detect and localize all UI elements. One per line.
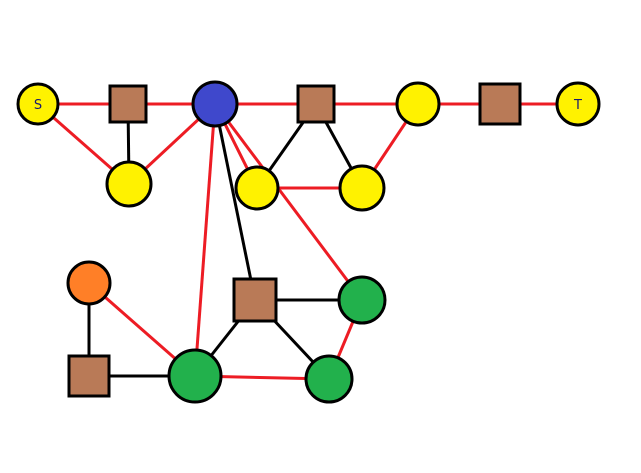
circle-node-shape [191,80,239,128]
circle-node-shape [105,160,153,208]
edge-B-sq5 [213,103,257,301]
circle-node-shape [337,275,387,325]
node-T: T [555,81,601,127]
node-label: S [34,98,42,113]
node-y4 [395,81,441,127]
node-g3 [337,275,387,325]
square-node-shape [296,84,336,124]
square-node-shape [67,354,111,398]
square-node-shape [232,277,278,323]
node-g2 [304,354,354,404]
circle-node-shape [395,81,441,127]
node-sq5 [232,277,278,323]
circle-node-shape [234,165,280,211]
edge-B-g1 [193,103,217,377]
edges-layer [37,102,578,381]
circle-node-shape [304,354,354,404]
node-g1 [167,348,223,404]
node-sq1 [108,84,148,124]
node-label: T [573,98,582,113]
edge-B-g3 [213,103,364,301]
square-node-shape [478,82,522,126]
circle-node-shape [338,164,386,212]
node-y2 [234,165,280,211]
node-y1 [105,160,153,208]
node-sq4 [67,354,111,398]
node-y3 [338,164,386,212]
node-B [191,80,239,128]
node-sq2 [296,84,336,124]
node-o1 [66,260,112,306]
node-sq3 [478,82,522,126]
circle-node-shape [16,82,60,126]
circle-node-shape [66,260,112,306]
circle-node-shape [555,81,601,127]
node-S: S [16,82,60,126]
square-node-shape [108,84,148,124]
circle-node-shape [167,348,223,404]
